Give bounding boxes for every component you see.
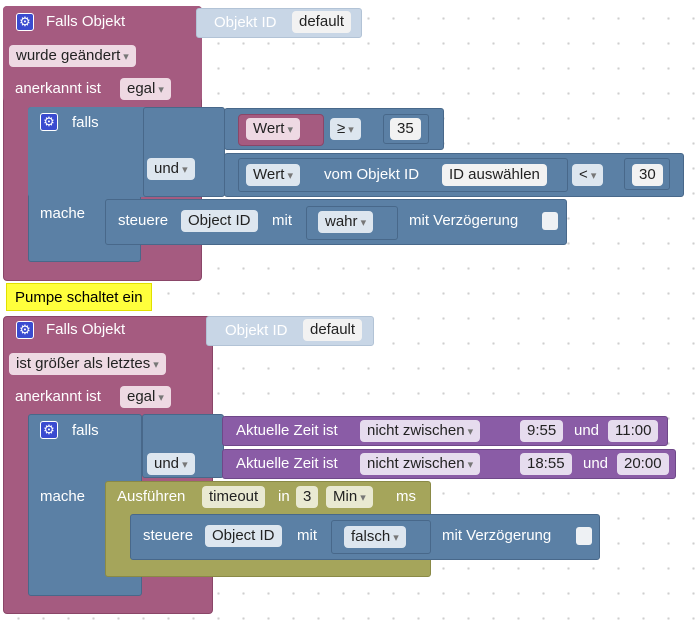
delay-label: mit Verzögerung — [442, 527, 552, 544]
event-header: Falls Objekt — [46, 13, 126, 30]
timeout-in-label: in — [278, 488, 290, 505]
do-label: mache — [40, 488, 86, 505]
value-dropdown[interactable]: falsch — [344, 526, 406, 548]
with-label: mit — [297, 527, 317, 544]
object-id-field[interactable]: Object ID — [205, 525, 282, 547]
gear-icon[interactable]: ⚙ — [16, 13, 34, 31]
timeout-label: Ausführen — [117, 488, 186, 505]
time-label: Aktuelle Zeit ist — [236, 422, 338, 439]
delay-checkbox[interactable] — [542, 212, 558, 230]
number-field[interactable]: 30 — [632, 164, 663, 186]
trigger-dropdown[interactable]: ist größer als letztes — [9, 353, 166, 375]
timeout-name-field[interactable]: timeout — [202, 486, 266, 508]
time-from-field[interactable]: 18:55 — [520, 453, 572, 475]
object-id-value[interactable]: default — [303, 319, 363, 341]
time-label: Aktuelle Zeit ist — [236, 455, 338, 472]
ack-dropdown[interactable]: egal — [120, 386, 171, 408]
time-to-field[interactable]: 20:00 — [617, 453, 669, 475]
if-label: falls — [72, 114, 99, 131]
operator-dropdown[interactable]: < — [572, 164, 604, 186]
timeout-value-field[interactable]: 3 — [296, 486, 319, 508]
logic-and-block[interactable] — [143, 107, 225, 197]
event-header: Falls Objekt — [46, 321, 126, 338]
delay-label: mit Verzögerung — [409, 212, 519, 229]
object-id-field[interactable]: Object ID — [181, 210, 258, 232]
id-select-field[interactable]: ID auswählen — [442, 164, 547, 186]
time-from-field[interactable]: 9:55 — [520, 420, 564, 442]
control-label: steuere — [143, 527, 194, 544]
and-dropdown[interactable]: und — [147, 158, 195, 180]
object-id-label: Objekt ID — [214, 14, 277, 31]
object-id-label: Objekt ID — [225, 322, 288, 339]
ack-label: anerkannt ist — [15, 80, 101, 97]
operator-dropdown[interactable]: ≥ — [330, 118, 361, 140]
from-object-label: vom Objekt ID — [324, 166, 420, 183]
value-dropdown[interactable]: Wert — [246, 164, 300, 186]
time-to-field[interactable]: 11:00 — [608, 420, 659, 442]
timeout-unit-dropdown[interactable]: Min — [326, 486, 373, 508]
gear-icon[interactable]: ⚙ — [16, 321, 34, 339]
trigger-dropdown[interactable]: wurde geändert — [9, 45, 136, 67]
delay-checkbox[interactable] — [576, 527, 592, 545]
time-mode-dropdown[interactable]: nicht zwischen — [360, 453, 481, 475]
time-and-label: und — [583, 455, 609, 472]
do-label: mache — [40, 205, 86, 222]
if-label: falls — [72, 422, 99, 439]
comment-note[interactable]: Pumpe schaltet ein — [6, 283, 152, 311]
control-label: steuere — [118, 212, 169, 229]
and-dropdown[interactable]: und — [147, 453, 195, 475]
with-label: mit — [272, 212, 292, 229]
ack-label: anerkannt ist — [15, 388, 101, 405]
timeout-suffix-label: ms — [396, 488, 416, 505]
value-dropdown[interactable]: Wert — [246, 118, 300, 140]
gear-icon[interactable]: ⚙ — [40, 421, 58, 439]
time-mode-dropdown[interactable]: nicht zwischen — [360, 420, 481, 442]
time-and-label: und — [574, 422, 600, 439]
value-dropdown[interactable]: wahr — [318, 211, 374, 233]
number-field[interactable]: 35 — [390, 118, 421, 140]
ack-dropdown[interactable]: egal — [120, 78, 171, 100]
object-id-value[interactable]: default — [292, 11, 352, 33]
gear-icon[interactable]: ⚙ — [40, 113, 58, 131]
